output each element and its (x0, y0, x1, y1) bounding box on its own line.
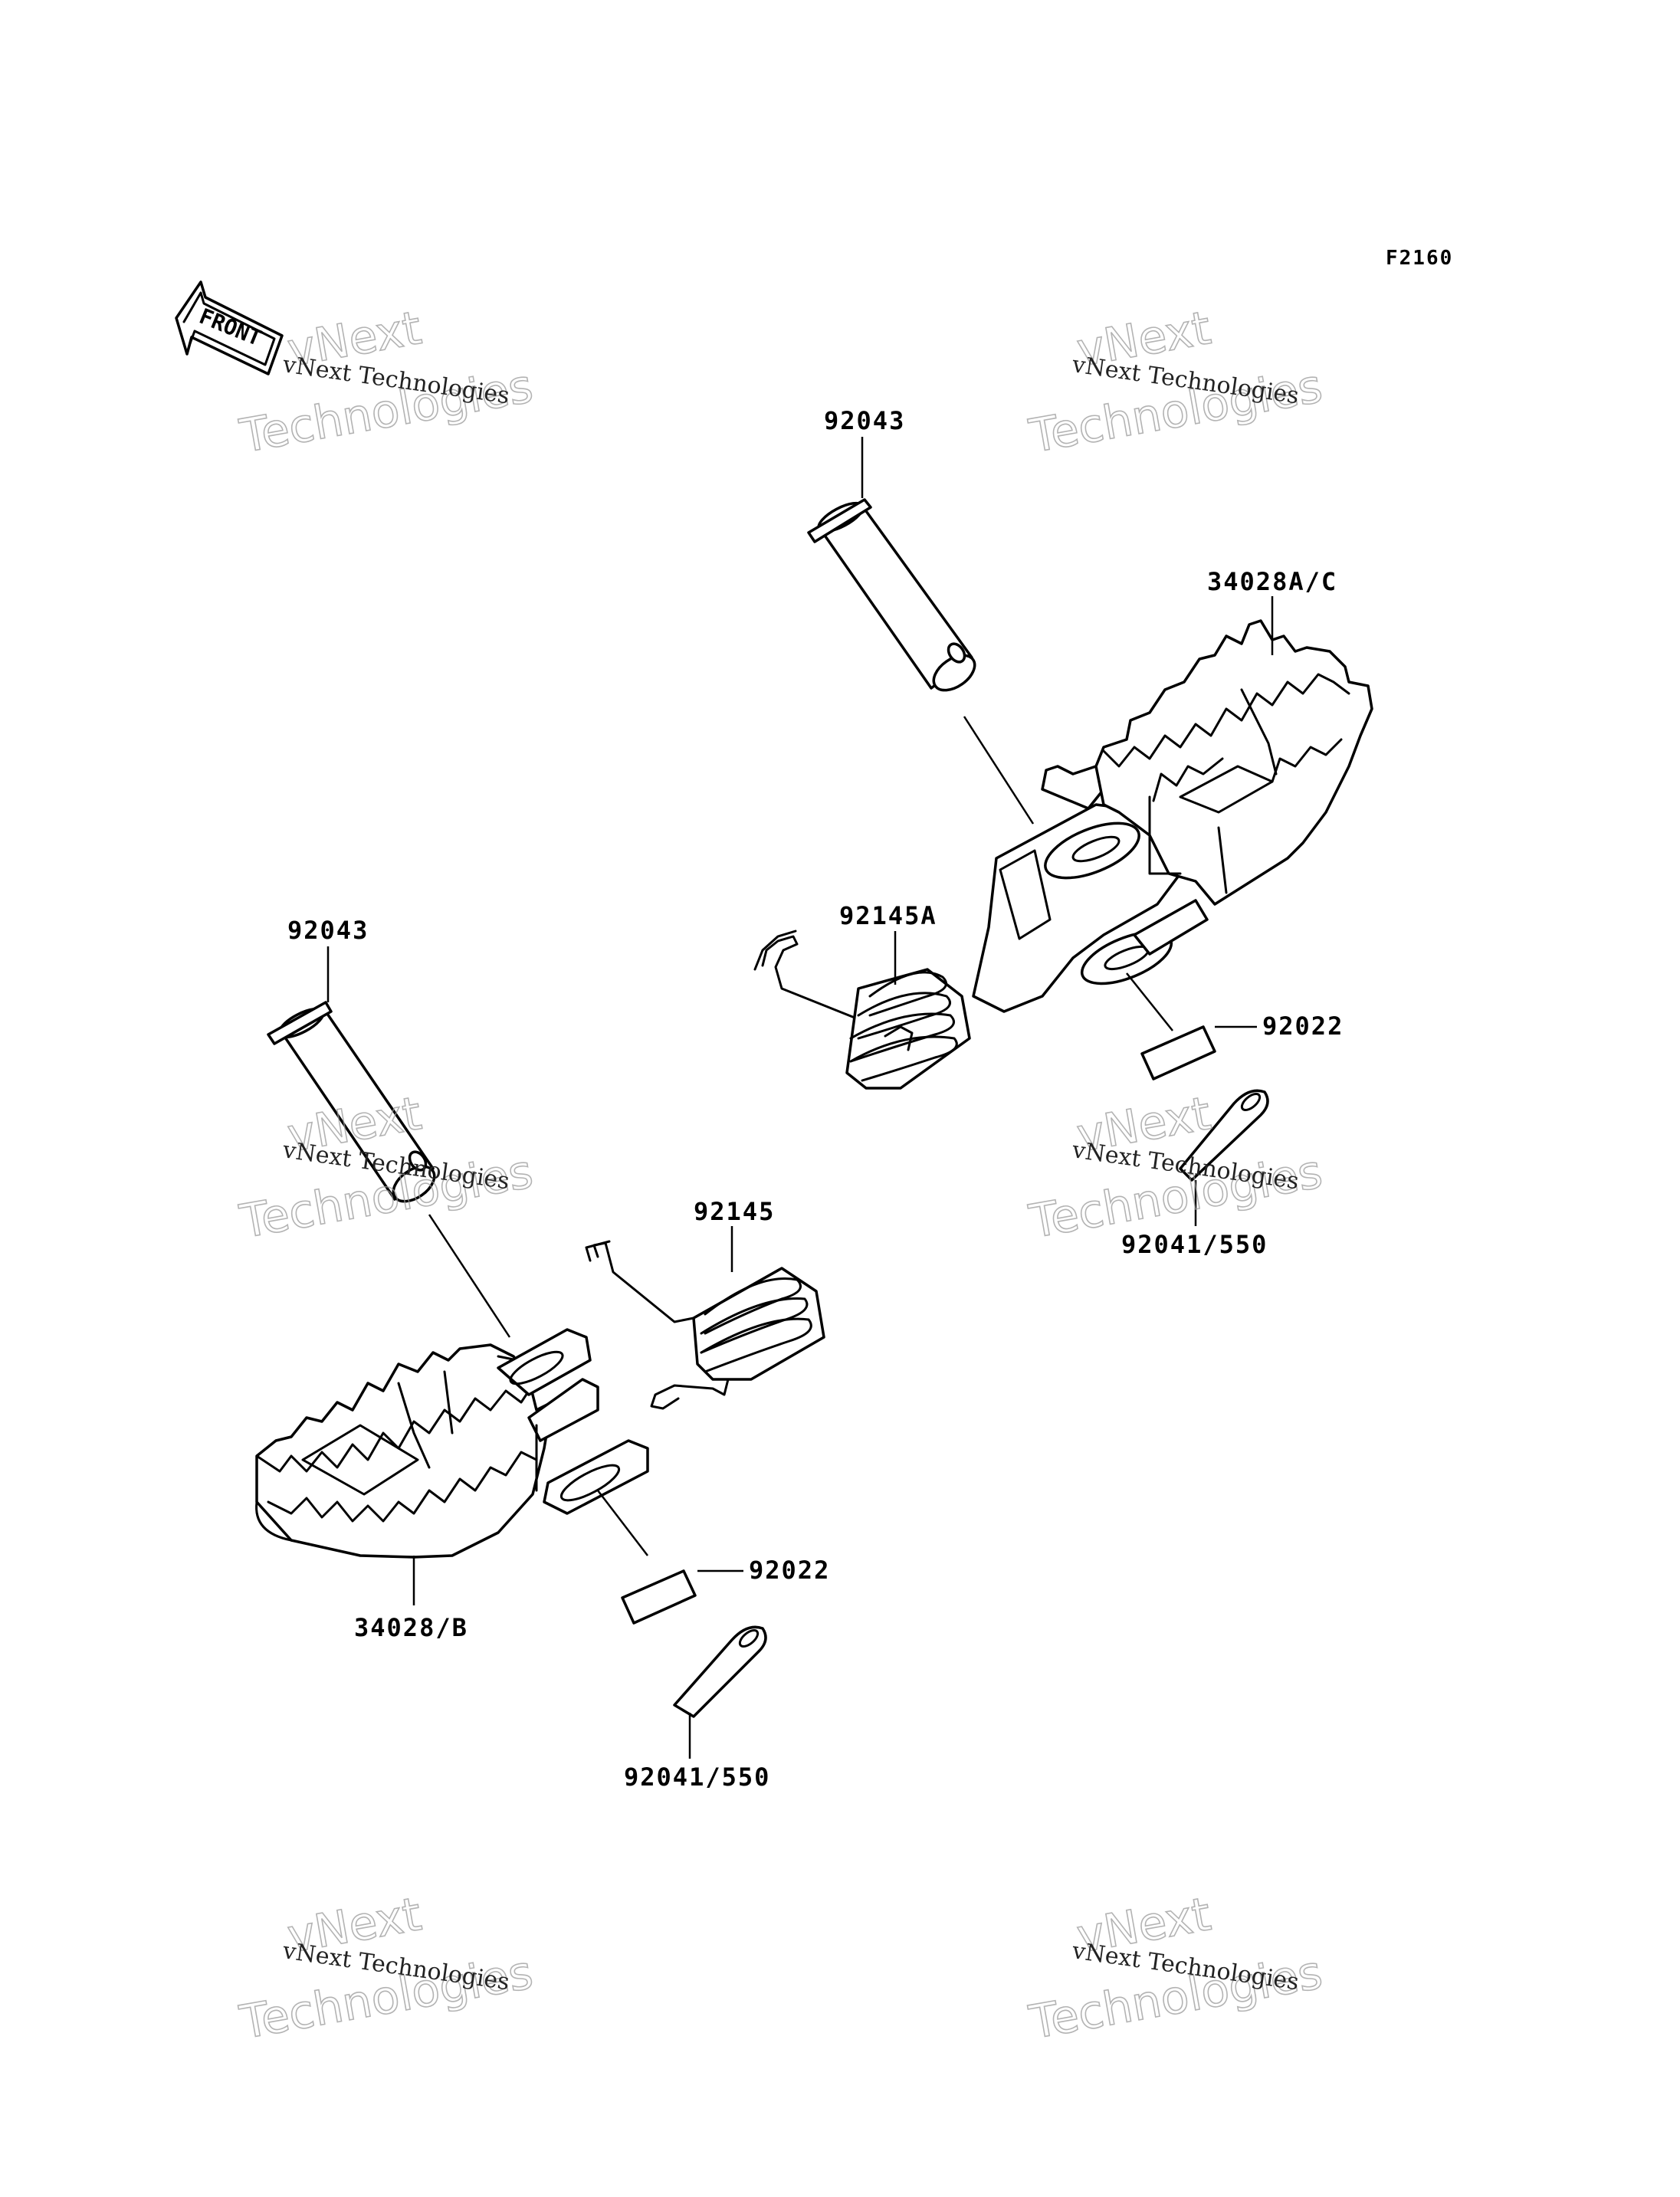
label-lower-spring: 92145 (694, 1197, 775, 1226)
label-lower-cotter: 92041/550 (624, 1763, 770, 1792)
label-upper-washer: 92022 (1262, 1012, 1344, 1041)
label-lower-pin: 92043 (287, 916, 369, 945)
label-lower-washer: 92022 (749, 1556, 830, 1585)
lower-spring-92145 (585, 1240, 825, 1410)
label-upper-spring: 92145A (839, 901, 937, 930)
figure-id: F2160 (1386, 247, 1453, 270)
label-upper-footpeg: 34028A/C (1207, 567, 1337, 596)
front-arrow-icon: FRONT (175, 280, 284, 375)
upper-spring-92145A (753, 930, 971, 1090)
lower-washer-92022 (621, 1569, 697, 1625)
label-lower-footpeg: 34028/B (354, 1613, 468, 1642)
upper-washer-92022 (1140, 1025, 1216, 1080)
lower-cotter-92041-550 (673, 1625, 767, 1718)
lower-pin-92043 (267, 1001, 436, 1203)
upper-pin-92043 (807, 498, 976, 692)
upper-footpeg-34028A-C (972, 619, 1373, 1013)
lower-footpeg-34028-B (255, 1328, 649, 1559)
label-upper-pin: 92043 (824, 406, 905, 435)
label-upper-cotter: 92041/550 (1121, 1230, 1268, 1259)
upper-cotter-92041-550 (1179, 1089, 1269, 1182)
